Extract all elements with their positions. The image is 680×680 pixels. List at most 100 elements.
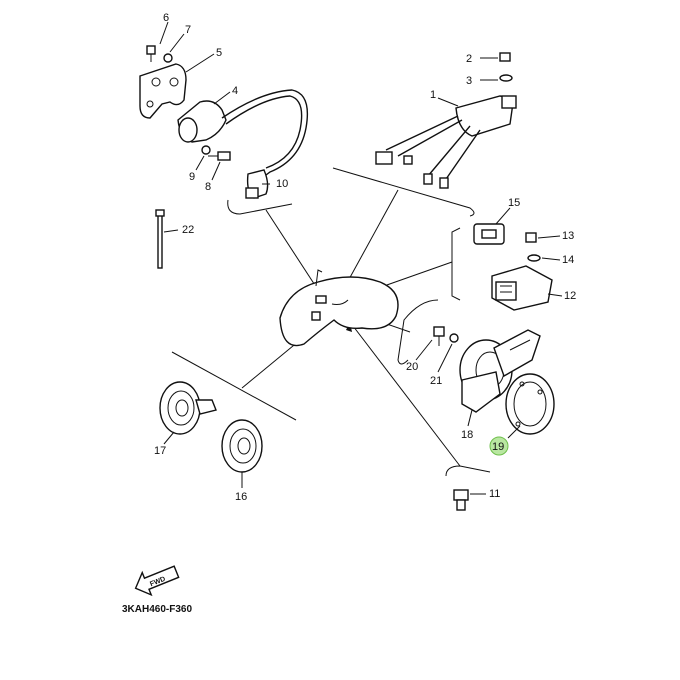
screw-8 <box>217 151 231 161</box>
harness-wire <box>509 339 531 351</box>
gasket-inner <box>513 381 547 427</box>
callout-21[interactable]: 21 <box>430 375 442 387</box>
frame-wire <box>331 299 349 305</box>
bracket-generator-group <box>397 299 439 365</box>
cdi-wires <box>385 115 481 183</box>
horn-ring <box>229 428 257 464</box>
bolt-13 <box>525 232 537 243</box>
callout-4[interactable]: 4 <box>232 85 238 97</box>
frame-connector <box>311 311 321 321</box>
callout-22[interactable]: 22 <box>182 224 194 236</box>
callout-10[interactable]: 10 <box>276 178 288 190</box>
callout-2[interactable]: 2 <box>466 53 472 65</box>
leader <box>415 339 433 361</box>
callout-19[interactable]: 19 <box>492 441 504 453</box>
frame-wire <box>315 269 323 287</box>
callout-7[interactable]: 7 <box>185 24 191 36</box>
spark-plug-lead <box>221 89 309 179</box>
callout-18[interactable]: 18 <box>461 429 473 441</box>
leader <box>159 21 169 45</box>
leader <box>163 431 175 445</box>
highlight-marker <box>489 436 509 456</box>
cdi-terminal <box>423 173 433 185</box>
gasket-hole <box>537 389 543 395</box>
horn-ring <box>167 390 195 426</box>
callout-15[interactable]: 15 <box>508 197 520 209</box>
frame-body <box>279 276 399 347</box>
leader <box>211 161 221 181</box>
leader <box>213 91 231 105</box>
leader <box>437 343 453 373</box>
washer-14 <box>527 254 541 262</box>
callout-1[interactable]: 1 <box>430 89 436 101</box>
cdi-terminal <box>403 155 413 165</box>
callout-20[interactable]: 20 <box>406 361 418 373</box>
bracket-relay-group <box>451 227 461 301</box>
leader <box>437 97 459 107</box>
leader <box>185 53 215 73</box>
callout-8[interactable]: 8 <box>205 181 211 193</box>
horn-bracket <box>195 399 217 415</box>
leader <box>507 425 521 439</box>
bracket-cdi-group <box>332 167 475 217</box>
gasket-hole <box>519 381 525 387</box>
cable-tie <box>157 213 163 269</box>
leader-cdi <box>341 189 399 293</box>
leader <box>547 293 563 297</box>
bracket-switch-group <box>445 465 491 477</box>
diagram-code: 3KAH460-F360 <box>122 604 192 615</box>
washer-9 <box>201 145 211 155</box>
callout-9[interactable]: 9 <box>189 171 195 183</box>
leader <box>169 33 185 53</box>
washer-3 <box>499 74 513 82</box>
regulator-plug <box>495 281 517 301</box>
leader-switch <box>349 321 461 467</box>
leader-ignition <box>265 209 323 297</box>
bolt-20 <box>433 326 445 337</box>
coil-end <box>178 117 198 143</box>
cdi-tab <box>501 95 517 109</box>
leader <box>195 155 205 171</box>
washer-21 <box>449 333 459 343</box>
callout-13[interactable]: 13 <box>562 230 574 242</box>
callout-3[interactable]: 3 <box>466 75 472 87</box>
bracket-horn-group <box>171 351 297 421</box>
callout-6[interactable]: 6 <box>163 12 169 24</box>
gasket-19 <box>505 373 555 435</box>
bracket-hole <box>151 77 161 87</box>
cdi-connector <box>375 151 393 165</box>
fwd-arrow-icon: FWD <box>134 565 180 597</box>
bracket-ignition-group <box>227 199 293 215</box>
switch-11 <box>453 489 469 501</box>
leader <box>163 229 179 233</box>
bolt-2 <box>499 52 511 62</box>
bracket-hole <box>169 77 179 87</box>
callout-12[interactable]: 12 <box>564 290 576 302</box>
lead-outline <box>225 95 303 169</box>
leader <box>467 409 473 427</box>
bracket-hole <box>146 100 154 108</box>
ignition-bracket <box>139 63 187 119</box>
stator-harness <box>493 329 541 378</box>
callout-16[interactable]: 16 <box>235 491 247 503</box>
callout-11[interactable]: 11 <box>489 488 500 500</box>
cable-tie-head <box>155 209 165 217</box>
leader <box>537 235 561 239</box>
pickup-bracket <box>461 371 501 413</box>
washer-7 <box>163 53 173 63</box>
leader <box>495 207 511 225</box>
callout-5[interactable]: 5 <box>216 47 222 59</box>
frame-connector <box>315 295 327 304</box>
gasket-hole <box>515 421 521 427</box>
switch-thread <box>456 499 466 511</box>
horn-center <box>237 437 251 455</box>
cdi-terminal <box>439 177 449 189</box>
plug-cap-tip <box>245 187 259 199</box>
callout-17[interactable]: 17 <box>154 445 166 457</box>
horn-center <box>175 399 189 417</box>
callout-14[interactable]: 14 <box>562 254 574 266</box>
relay-socket <box>481 229 497 239</box>
bolt-6 <box>146 45 156 55</box>
